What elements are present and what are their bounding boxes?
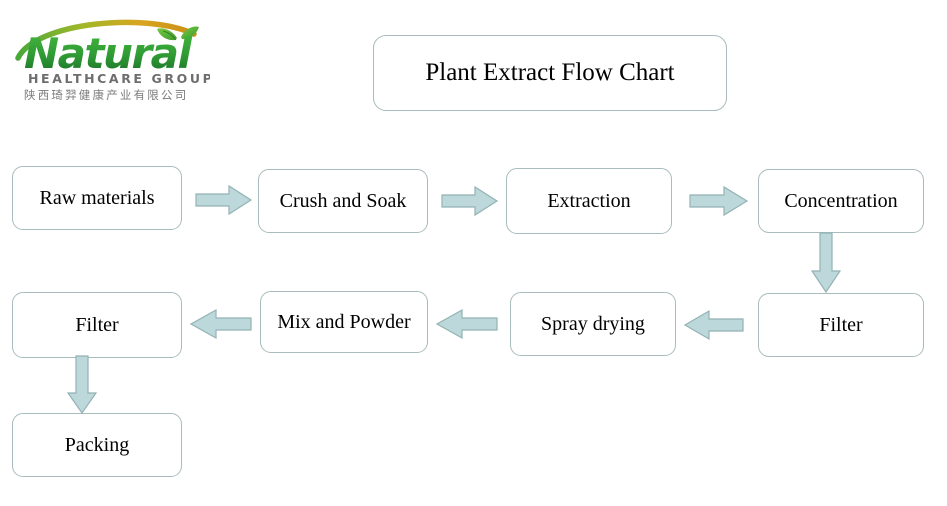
logo-chinese-name: 陕西琦羿健康产业有限公司 [24,88,188,100]
node-extraction[interactable]: Extraction [506,168,672,234]
node-filter-second[interactable]: Filter [12,292,182,358]
chart-title: Plant Extract Flow Chart [425,59,675,87]
chart-title-box: Plant Extract Flow Chart [373,35,727,111]
arrow-left-icon [435,308,498,340]
logo-tagline: HEALTHCARE GROUP [28,71,210,86]
node-spray-drying[interactable]: Spray drying [510,292,676,356]
arrow-down-icon [810,232,842,294]
arrow-left-icon [189,308,252,340]
node-mix-and-powder[interactable]: Mix and Powder [260,291,428,353]
node-crush-and-soak[interactable]: Crush and Soak [258,169,428,233]
node-packing[interactable]: Packing [12,413,182,477]
arrow-right-icon [689,185,749,217]
arrow-down-icon [66,355,98,415]
arrow-right-icon [441,185,499,217]
node-concentration[interactable]: Concentration [758,169,924,233]
node-label: Filter [75,314,119,336]
node-label: Packing [64,434,130,456]
node-label: Mix and Powder [277,311,411,333]
logo-brand-name: Natural [24,29,193,78]
node-label: Crush and Soak [279,190,407,212]
node-label: Spray drying [541,313,645,335]
node-label: Raw materials [39,187,155,209]
node-raw-materials[interactable]: Raw materials [12,166,182,230]
company-logo: Natural HEALTHCARE GROUP 陕西琦羿健康产业有限公司 [14,16,210,100]
logo-leaf-icon [157,26,199,41]
arrow-right-icon [195,184,253,216]
node-label: Extraction [547,190,631,212]
arrow-left-icon [683,309,744,341]
node-label: Filter [819,314,863,336]
node-filter-first[interactable]: Filter [758,293,924,357]
logo-swoosh-icon [15,19,197,61]
node-label: Concentration [784,190,898,212]
